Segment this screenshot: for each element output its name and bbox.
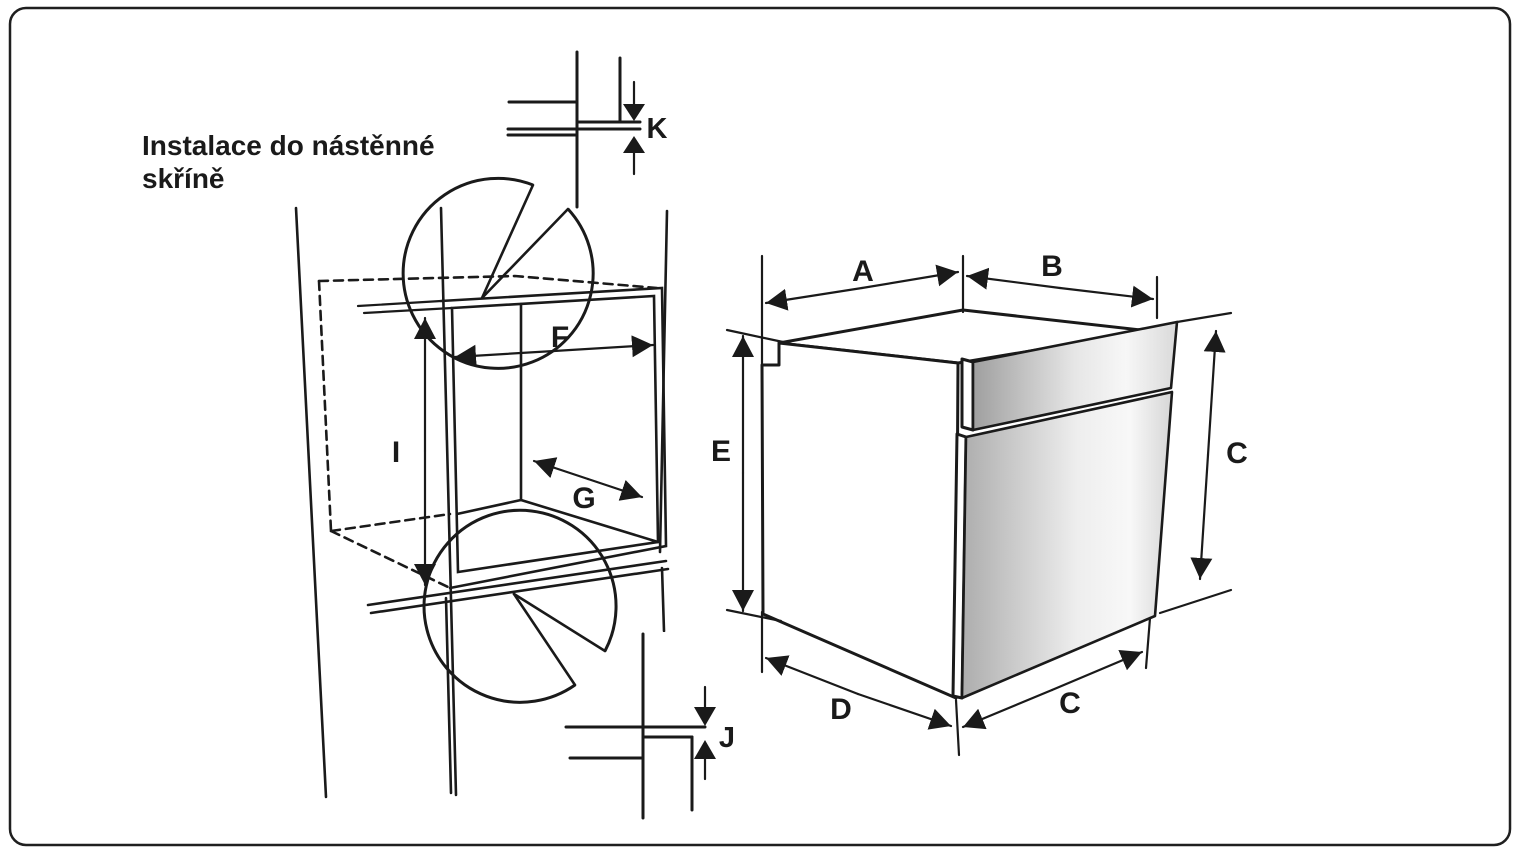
detail-j-gap-arrows	[694, 685, 716, 781]
oven-control-panel-side	[960, 357, 975, 432]
detail-j-arrow-down	[694, 707, 716, 726]
detail-callout-top: K	[401, 25, 697, 370]
oven-side-face	[760, 341, 960, 700]
cabinet-niche-view: F I G	[294, 206, 670, 799]
tick-c-bottom	[1158, 588, 1233, 615]
dim-arrow-d	[764, 655, 953, 730]
dim-label-c-bottom: C	[1059, 687, 1081, 720]
tick-e-top	[725, 328, 785, 344]
dim-arrow-g	[532, 457, 644, 501]
dim-arrow-f	[453, 335, 655, 367]
dim-label-g: G	[572, 482, 595, 515]
dim-label-c-side: C	[1226, 437, 1248, 470]
tick-e-bottom	[725, 608, 783, 623]
niche-frame-outer	[439, 286, 668, 590]
dim-label-a: A	[852, 255, 874, 288]
dim-label-d: D	[830, 693, 852, 726]
cabinet-right-edge-lower	[660, 566, 666, 633]
detail-j-arrow-up	[694, 740, 716, 759]
callout-bottom-tail-left	[512, 592, 577, 687]
oven-control-panel-front	[971, 320, 1179, 432]
diagram-title-line2: skříně	[142, 163, 225, 194]
hidden-back-top-edge	[317, 274, 659, 290]
dim-arrow-a	[764, 264, 960, 311]
oven-view: A B E C D C	[711, 250, 1248, 757]
shelf-front-bottom-edge	[369, 567, 670, 615]
dim-label-e: E	[711, 435, 731, 468]
ext-line-front-corner	[954, 698, 961, 757]
niche-floor-front-edge	[519, 498, 660, 544]
callout-top-fill	[507, 25, 697, 215]
callout-top-circle	[401, 176, 595, 370]
dim-label-b: B	[1041, 250, 1063, 283]
hidden-back-bottom-edge	[329, 512, 452, 533]
hidden-bottom-left-edge	[329, 529, 450, 589]
niche-floor-left-edge	[455, 498, 523, 516]
detail-k-arrow-down	[623, 104, 645, 121]
callout-top-tail-left	[480, 183, 535, 300]
detail-callout-bottom: J	[422, 508, 758, 824]
tick-c-top	[1175, 311, 1233, 324]
dim-label-j: J	[719, 722, 735, 754]
niche-hidden-outline	[317, 274, 659, 589]
shelf-front-top-edge	[366, 559, 668, 607]
detail-k-gap-arrows	[623, 80, 645, 176]
cabinet-left-inner-edge	[439, 206, 458, 797]
diagram-title-line1: Instalace do nástěnné	[142, 130, 435, 161]
dim-arrow-c-bottom	[961, 650, 1144, 730]
callout-top-tail-right	[480, 207, 570, 300]
dim-label-k: K	[647, 113, 668, 145]
cabinet-left-outer-edge	[294, 206, 328, 799]
cabinet-lower-front-edge	[444, 596, 453, 795]
ext-line-door-right	[1144, 616, 1152, 670]
tick-i-top-outer	[356, 299, 443, 308]
callout-bottom-circle	[422, 508, 618, 704]
detail-j-lines	[564, 632, 707, 820]
detail-k-lines	[506, 50, 642, 209]
callout-bottom-tail-right	[512, 592, 607, 653]
dim-label-i: I	[392, 436, 400, 469]
hidden-back-left-edge	[317, 279, 333, 533]
detail-k-arrow-up	[623, 136, 645, 153]
dim-arrow-b	[965, 267, 1155, 308]
tick-i-top-inner	[362, 306, 454, 315]
page-border	[8, 6, 1512, 847]
dim-arrow-c-side	[1190, 329, 1226, 581]
oven-door-front	[960, 390, 1174, 700]
dim-label-f: F	[551, 321, 569, 354]
